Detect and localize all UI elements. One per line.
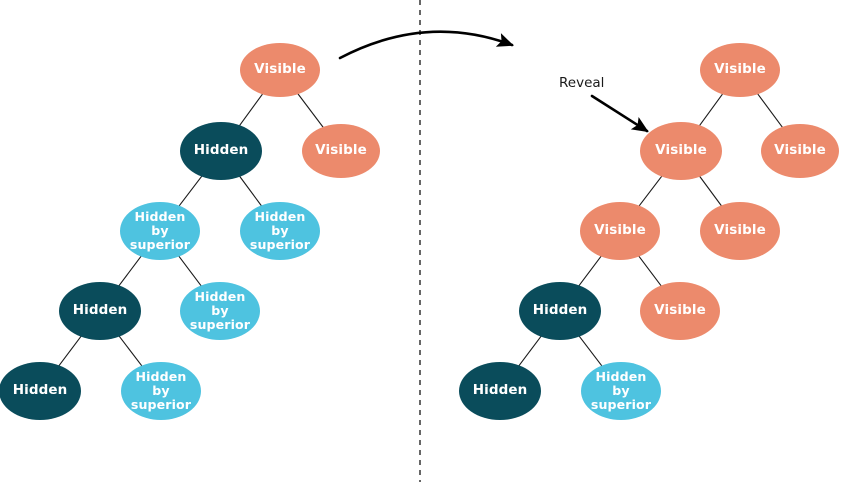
tree-edge bbox=[117, 254, 143, 287]
tree-node-label: Hidden bbox=[532, 302, 588, 319]
tree-node-visible[interactable]: Visible bbox=[640, 122, 722, 180]
tree-edge bbox=[296, 92, 325, 129]
tree-node-label: Hidden bbox=[72, 302, 128, 319]
annotation-arrows bbox=[338, 0, 649, 482]
tree-edge bbox=[638, 174, 663, 208]
tree-node-label: Visible bbox=[594, 222, 646, 239]
reveal-annotation-label: Reveal bbox=[559, 75, 605, 91]
tree-node-label: Hidden by superior bbox=[590, 368, 652, 413]
tree-edge bbox=[238, 175, 263, 207]
tree-node-visible[interactable]: Visible bbox=[240, 43, 320, 97]
tree-node-visible[interactable]: Visible bbox=[640, 282, 720, 340]
tree-node-hidden-by-superior[interactable]: Hidden by superior bbox=[240, 202, 320, 260]
tree-node-visible[interactable]: Visible bbox=[761, 124, 839, 178]
tree-node-label: Hidden by superior bbox=[249, 208, 311, 253]
tree-edge bbox=[637, 254, 663, 288]
tree-node-label: Hidden bbox=[472, 382, 528, 399]
tree-node-hidden[interactable]: Hidden bbox=[459, 362, 541, 420]
tree-node-label: Hidden by superior bbox=[129, 208, 191, 253]
tree-node-label: Hidden by superior bbox=[130, 368, 192, 413]
tree-node-visible[interactable]: Visible bbox=[700, 202, 780, 260]
tree-node-label: Visible bbox=[714, 222, 766, 239]
tree-node-hidden[interactable]: Hidden bbox=[180, 122, 262, 180]
tree-node-label: Hidden by superior bbox=[189, 288, 251, 333]
tree-node-label: Hidden bbox=[193, 142, 249, 159]
tree-node-hidden[interactable]: Hidden bbox=[519, 282, 601, 340]
tree-node-label: Visible bbox=[655, 142, 707, 159]
tree-edge bbox=[57, 335, 83, 367]
tree-edges bbox=[57, 92, 784, 368]
tree-node-label: Visible bbox=[714, 61, 766, 78]
tree-node-hidden[interactable]: Hidden bbox=[0, 362, 81, 420]
tree-node-hidden-by-superior[interactable]: Hidden by superior bbox=[121, 362, 201, 420]
tree-edge bbox=[698, 92, 724, 127]
tree-node-visible[interactable]: Visible bbox=[302, 124, 380, 178]
tree-node-label: Hidden bbox=[12, 382, 68, 399]
tree-node-visible[interactable]: Visible bbox=[580, 202, 660, 260]
tree-node-hidden[interactable]: Hidden bbox=[59, 282, 141, 340]
tree-edge bbox=[577, 254, 603, 287]
tree-edge bbox=[578, 334, 603, 368]
tree-edge bbox=[698, 175, 723, 207]
tree-edge bbox=[517, 335, 543, 367]
tree-node-label: Visible bbox=[774, 142, 826, 159]
tree-edge bbox=[118, 334, 143, 368]
tree-edge bbox=[177, 254, 203, 288]
tree-edge bbox=[178, 174, 203, 208]
tree-node-label: Visible bbox=[254, 61, 306, 78]
tree-node-hidden-by-superior[interactable]: Hidden by superior bbox=[581, 362, 661, 420]
tree-node-hidden-by-superior[interactable]: Hidden by superior bbox=[120, 202, 200, 260]
tree-node-hidden-by-superior[interactable]: Hidden by superior bbox=[180, 282, 260, 340]
tree-node-label: Visible bbox=[654, 302, 706, 319]
curved-transition-arrow bbox=[338, 30, 514, 60]
reveal-arrow bbox=[590, 94, 649, 133]
tree-edge bbox=[756, 92, 784, 129]
tree-node-label: Visible bbox=[315, 142, 367, 159]
tree-edge bbox=[238, 92, 264, 127]
tree-node-visible[interactable]: Visible bbox=[700, 43, 780, 97]
